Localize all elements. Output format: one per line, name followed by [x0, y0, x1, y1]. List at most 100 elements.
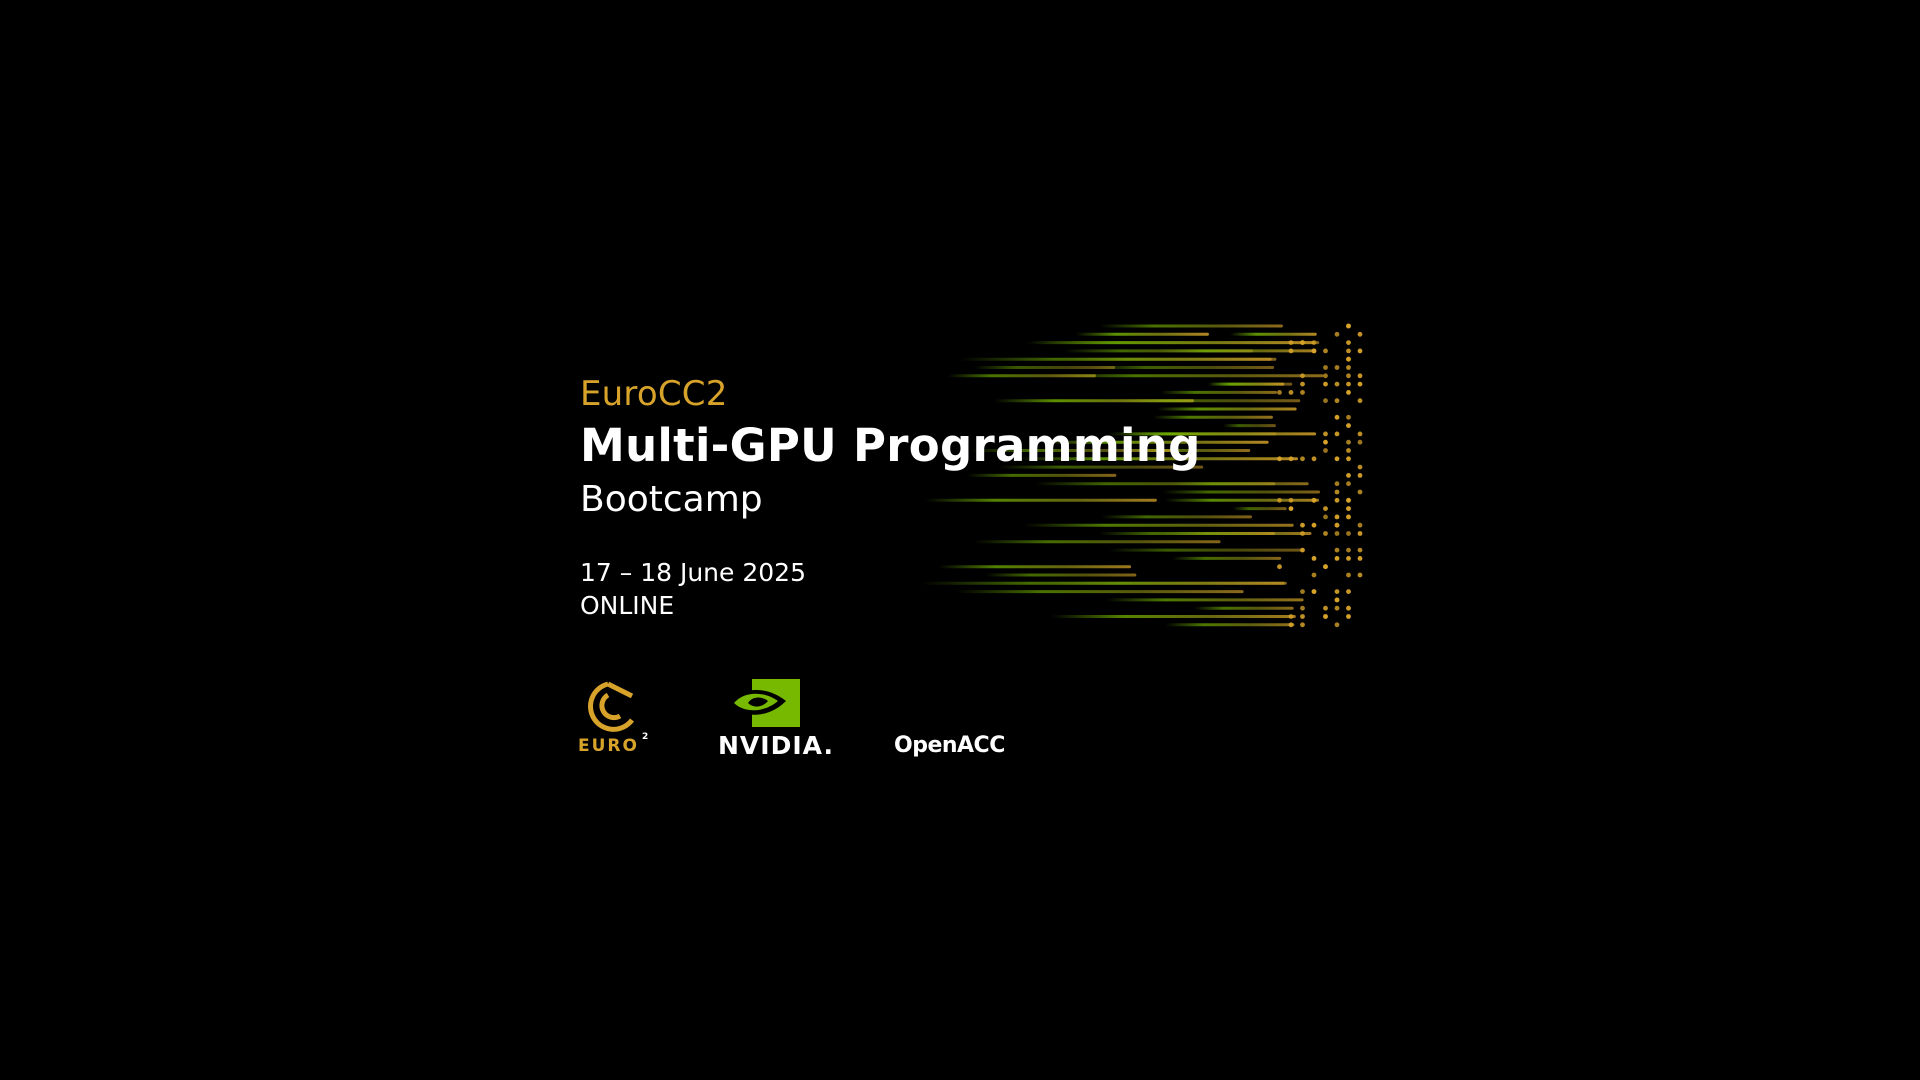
- stream-line: [985, 573, 1137, 577]
- stream-line: [1157, 407, 1297, 411]
- stream-dot: [1288, 614, 1294, 619]
- stream-dot: [1346, 423, 1351, 428]
- stream-dot: [1346, 373, 1351, 379]
- stream-dot: [1323, 514, 1328, 520]
- stream-dot: [1300, 605, 1305, 611]
- stream-dot: [1288, 622, 1294, 628]
- stream-line: [1107, 432, 1317, 436]
- stream-line: [1017, 457, 1299, 461]
- stream-dot: [1334, 431, 1340, 437]
- stream-line: [1162, 490, 1320, 494]
- nvidia-logo: NVIDIA.: [718, 676, 838, 762]
- eurocc-logo: EURO 2: [576, 676, 656, 762]
- stream-dot: [1288, 390, 1294, 395]
- stream-dot: [1277, 456, 1282, 462]
- stream-line: [1032, 341, 1320, 345]
- stream-dot: [1334, 597, 1340, 603]
- stream-line: [1024, 523, 1294, 527]
- stream-line: [1153, 415, 1273, 419]
- stream-line: [1165, 623, 1295, 627]
- stream-line: [1230, 332, 1317, 336]
- stream-dot: [1346, 531, 1351, 536]
- stream-dot: [1311, 556, 1317, 561]
- stream-dot: [1346, 356, 1351, 362]
- eurocc-c-icon: [588, 681, 635, 732]
- eurocc-logo-superscript: 2: [642, 732, 649, 742]
- stream-dot: [1346, 506, 1351, 511]
- stream-dot: [1346, 381, 1351, 387]
- stream-line: [1108, 548, 1305, 552]
- stream-dot: [1311, 497, 1317, 503]
- stream-dot: [1300, 547, 1305, 553]
- stream-dot: [1334, 497, 1340, 503]
- openacc-logo: OpenACC: [894, 733, 1005, 758]
- stream-line: [1105, 598, 1304, 602]
- stream-dot: [1323, 365, 1328, 370]
- event-date: 17 – 18 June 2025: [580, 558, 806, 587]
- stream-dot: [1277, 564, 1282, 570]
- stream-dot: [1323, 348, 1328, 354]
- nvidia-logo-text: NVIDIA.: [718, 731, 834, 760]
- stream-dot: [1346, 614, 1351, 619]
- stream-dot: [1300, 531, 1305, 536]
- stream-dot: [1323, 564, 1328, 570]
- stream-dot: [1311, 348, 1317, 354]
- stream-dot: [1323, 439, 1328, 445]
- stream-dot: [1323, 531, 1328, 536]
- eurocc-logo-text: EURO: [578, 736, 639, 756]
- event-location: ONLINE: [580, 591, 675, 620]
- stream-dot: [1346, 572, 1351, 578]
- main-title: Multi-GPU Programming: [580, 419, 1201, 472]
- stream-dot: [1311, 340, 1317, 345]
- partner-logos: EURO 2 NVIDIA. OpenACC: [576, 676, 1036, 762]
- stream-dot: [1334, 365, 1340, 370]
- stream-line: [1194, 606, 1294, 610]
- stream-dot: [1323, 614, 1328, 619]
- stream-dot: [1346, 348, 1351, 354]
- stream-dot: [1323, 373, 1328, 379]
- stream-dot: [1346, 514, 1351, 520]
- stream-dot: [1334, 605, 1340, 611]
- stream-dot: [1334, 481, 1340, 487]
- stream-dot: [1300, 381, 1305, 387]
- stream-dot: [1357, 439, 1363, 445]
- stream-dot: [1334, 556, 1340, 561]
- stream-line: [956, 590, 1244, 594]
- stream-dot: [1300, 522, 1305, 528]
- stream-dot: [1334, 622, 1340, 628]
- stream-line: [970, 449, 1171, 452]
- stream-dot: [1334, 514, 1340, 520]
- stream-dot: [1334, 522, 1340, 528]
- stream-line: [1233, 507, 1287, 511]
- stream-dot: [1300, 373, 1305, 379]
- stream-dot: [1334, 489, 1340, 495]
- stream-dot: [1346, 414, 1351, 420]
- stream-line: [925, 498, 1157, 502]
- stream-dot: [1346, 439, 1351, 445]
- stream-dot: [1357, 348, 1363, 354]
- stream-line: [1222, 424, 1276, 428]
- stream-dot: [1357, 473, 1363, 478]
- stream-dot: [1334, 589, 1340, 594]
- stream-dot: [1300, 589, 1305, 594]
- stream-dot: [1334, 398, 1340, 404]
- stream-dot: [1357, 489, 1363, 495]
- stream-line: [1049, 581, 1285, 585]
- stream-dot: [1300, 456, 1305, 462]
- stream-dot: [1323, 431, 1328, 437]
- stream-line: [938, 565, 1132, 569]
- stream-dot: [1288, 456, 1294, 462]
- nvidia-eye-icon: [728, 679, 800, 727]
- stream-dot: [1300, 390, 1305, 395]
- stream-line: [1100, 515, 1252, 519]
- stream-dot: [1277, 390, 1282, 395]
- stream-dot: [1346, 497, 1351, 503]
- stream-dot: [1357, 431, 1363, 437]
- stream-dot: [1277, 497, 1282, 503]
- stream-dot: [1288, 497, 1294, 503]
- stream-dot: [1357, 547, 1363, 553]
- stream-dot: [1346, 589, 1351, 594]
- stream-line: [1098, 532, 1276, 535]
- stream-dot: [1346, 323, 1351, 329]
- stream-line: [1051, 615, 1296, 618]
